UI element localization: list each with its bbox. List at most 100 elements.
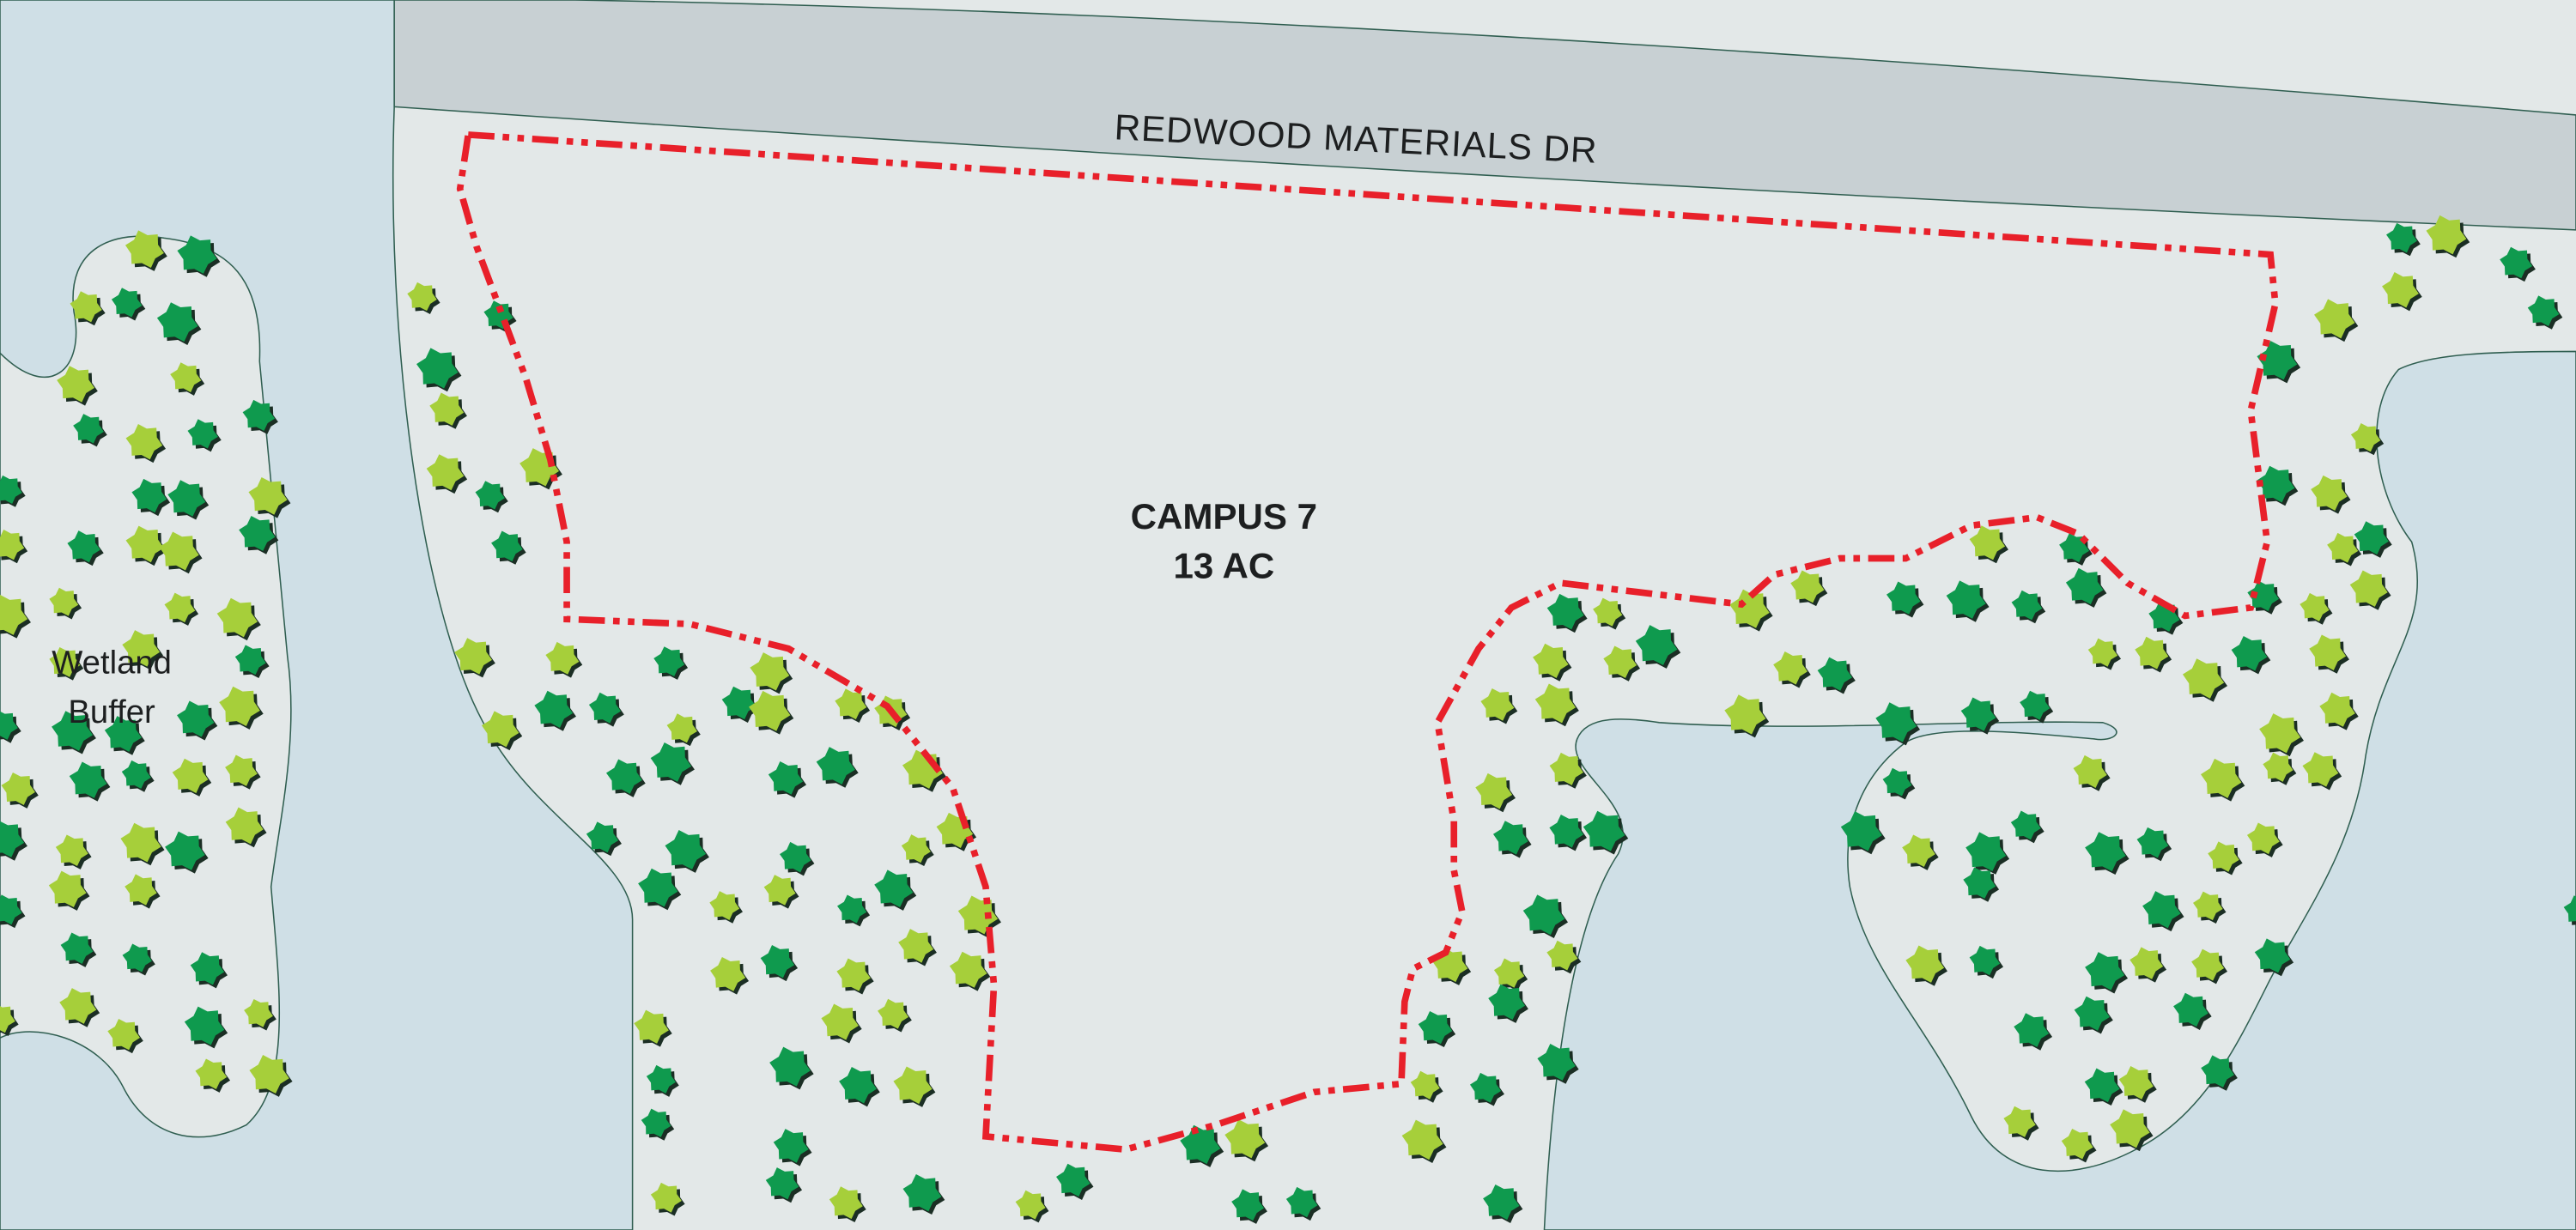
tree-icon — [1549, 814, 1584, 848]
tree-icon — [901, 834, 931, 863]
tree-icon — [125, 874, 157, 906]
water-bay — [1543, 350, 2576, 1230]
tree-icon — [242, 399, 276, 432]
wetland-label-line2: Buffer — [68, 694, 155, 730]
tree-icon — [878, 998, 909, 1029]
tree-icon — [122, 943, 152, 972]
tree-icon — [2085, 952, 2125, 991]
tree-icon — [816, 747, 855, 785]
tree-icon — [104, 716, 142, 752]
tree-icon — [177, 700, 215, 737]
tree-icon — [1790, 570, 1825, 603]
tree-icon — [1549, 752, 1584, 785]
tree-icon — [1231, 1189, 1265, 1221]
tree-icon — [898, 929, 934, 963]
tree-icon — [641, 1108, 671, 1137]
tree-icon — [2300, 592, 2330, 621]
tree-icon — [60, 932, 94, 965]
tree-icon — [1886, 581, 1921, 615]
tree-icon — [125, 423, 163, 460]
tree-icon — [248, 476, 288, 515]
tree-icon — [1401, 1119, 1443, 1160]
tree-icon — [1410, 1070, 1440, 1100]
tree-icon — [165, 831, 205, 870]
tree-icon — [902, 1173, 942, 1212]
tree-icon — [2182, 658, 2225, 699]
tree-icon — [1840, 811, 1882, 851]
tree-icon — [48, 870, 87, 908]
tree-icon — [491, 530, 523, 561]
tree-icon — [763, 875, 796, 906]
tree-icon — [73, 414, 104, 444]
tree-icon — [120, 822, 161, 863]
tree-icon — [239, 515, 276, 551]
tree-icon — [710, 957, 746, 991]
tree-icon — [750, 652, 790, 691]
tree-icon — [1817, 657, 1853, 691]
tree-icon — [638, 868, 678, 907]
tree-icon — [1492, 821, 1528, 855]
tree-icon — [1603, 645, 1637, 678]
tree-icon — [2136, 827, 2169, 858]
tree-icon — [2350, 423, 2381, 452]
tree-icon — [835, 688, 867, 720]
tree-icon — [2311, 475, 2348, 511]
tree-icon — [586, 821, 619, 853]
tree-icon — [534, 690, 574, 728]
tree-icon — [1483, 1185, 1520, 1221]
tree-icon — [2087, 638, 2118, 667]
tree-icon — [2259, 713, 2301, 754]
tree-icon — [195, 1058, 228, 1090]
tree-icon — [1969, 945, 2001, 976]
tree-icon — [429, 392, 465, 426]
tree-icon — [1522, 894, 1565, 936]
tree-icon — [2074, 996, 2111, 1031]
tree-icon — [2061, 1128, 2093, 1160]
tree-icon — [177, 235, 217, 274]
tree-icon — [2327, 532, 2359, 563]
tree-icon — [2349, 570, 2388, 607]
tree-icon — [721, 686, 756, 720]
tree-icon — [2263, 752, 2293, 782]
parcel-name: CAMPUS 7 — [1131, 496, 1317, 536]
tree-icon — [780, 841, 811, 873]
tree-icon — [893, 1066, 933, 1105]
tree-icon — [121, 760, 151, 789]
tree-icon — [1905, 945, 1945, 983]
tree-icon — [650, 742, 692, 782]
tree-icon — [1902, 834, 1935, 867]
tree-icon — [2247, 580, 2280, 611]
tree-icon — [829, 1186, 863, 1220]
tree-icon — [765, 1167, 799, 1200]
tree-icon — [1960, 697, 1996, 731]
tree-icon — [2110, 1109, 2150, 1148]
tree-icon — [2084, 1068, 2120, 1103]
tree-icon — [2014, 1013, 2050, 1047]
tree-icon — [2173, 992, 2208, 1027]
tree-icon — [2065, 567, 2104, 605]
tree-icon — [1418, 1010, 1453, 1045]
tree-icon — [156, 302, 198, 342]
tree-icon — [70, 291, 102, 323]
wetland-buffer-island — [0, 235, 292, 1138]
tree-icon — [0, 475, 22, 504]
tree-icon — [164, 592, 196, 623]
tree-icon — [2382, 272, 2419, 308]
tree-icon — [1882, 767, 1912, 797]
tree-icon — [1224, 1119, 1266, 1159]
tree-icon — [1493, 958, 1525, 988]
tree-icon — [1583, 810, 1625, 851]
tree-icon — [957, 895, 999, 935]
tree-icon — [1635, 625, 1678, 666]
tree-icon — [2191, 948, 2225, 981]
tree-icon — [2302, 752, 2339, 787]
tree-icon — [184, 1006, 225, 1045]
tree-icon — [167, 480, 206, 517]
tree-layer — [0, 215, 2576, 1224]
campus-7-boundary[interactable] — [456, 130, 2279, 1154]
tree-icon — [111, 288, 143, 318]
tree-icon — [49, 587, 79, 616]
tree-icon — [768, 760, 804, 795]
tree-icon — [244, 999, 273, 1027]
